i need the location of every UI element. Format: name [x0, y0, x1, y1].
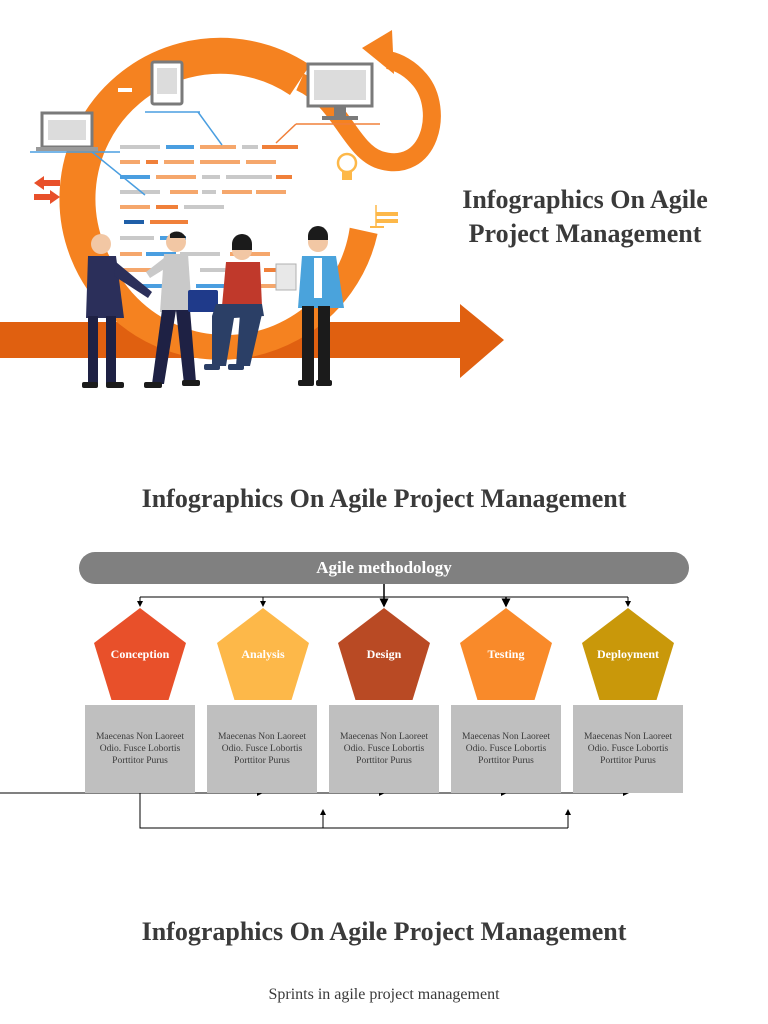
- phase-label: Design: [366, 647, 402, 661]
- cycle-ring: [59, 37, 378, 360]
- phase-description-testing: Maecenas Non Laoreet Odio. Fusce Loborti…: [451, 705, 561, 793]
- laptop-icon: [30, 111, 146, 196]
- hero-title-line-2: Project Management: [468, 219, 702, 248]
- phase-description-analysis: Maecenas Non Laoreet Odio. Fusce Loborti…: [207, 705, 317, 793]
- section2-title: Infographics On Agile Project Management: [141, 484, 627, 513]
- document-icon: [370, 205, 398, 228]
- developer-icon: [188, 234, 264, 370]
- businessman-icon: [82, 234, 152, 388]
- phase-label: Testing: [487, 647, 525, 661]
- loop-arrowhead-icon: [362, 30, 394, 74]
- phase-label: Conception: [110, 647, 170, 661]
- agile-methodology-label: Agile methodology: [316, 558, 452, 577]
- manager-icon: [275, 226, 344, 386]
- lightbulb-icon: [336, 152, 358, 180]
- phase-label: Deployment: [597, 647, 659, 661]
- phase-description-conception: Maecenas Non Laoreet Odio. Fusce Loborti…: [85, 705, 195, 793]
- section3-title: Infographics On Agile Project Management: [141, 917, 627, 946]
- phase-label: Analysis: [241, 647, 285, 661]
- tablet-icon: [118, 60, 223, 146]
- sprints-subtitle: Sprints in agile project management: [268, 986, 500, 1003]
- agile-cycle-illustration: [0, 30, 504, 388]
- phase-description-design: Maecenas Non Laoreet Odio. Fusce Loborti…: [329, 705, 439, 793]
- transfer-arrows-icon: [34, 176, 60, 204]
- phase-description-deployment: Maecenas Non Laoreet Odio. Fusce Loborti…: [573, 705, 683, 793]
- agile-methodology-bar: Agile methodology: [79, 552, 689, 584]
- monitor-icon: [275, 62, 380, 144]
- colleague-icon: [144, 231, 200, 388]
- hero-title-line-1: Infographics On Agile: [462, 185, 708, 214]
- hero-title: Infographics On Agile Project Management: [440, 183, 730, 251]
